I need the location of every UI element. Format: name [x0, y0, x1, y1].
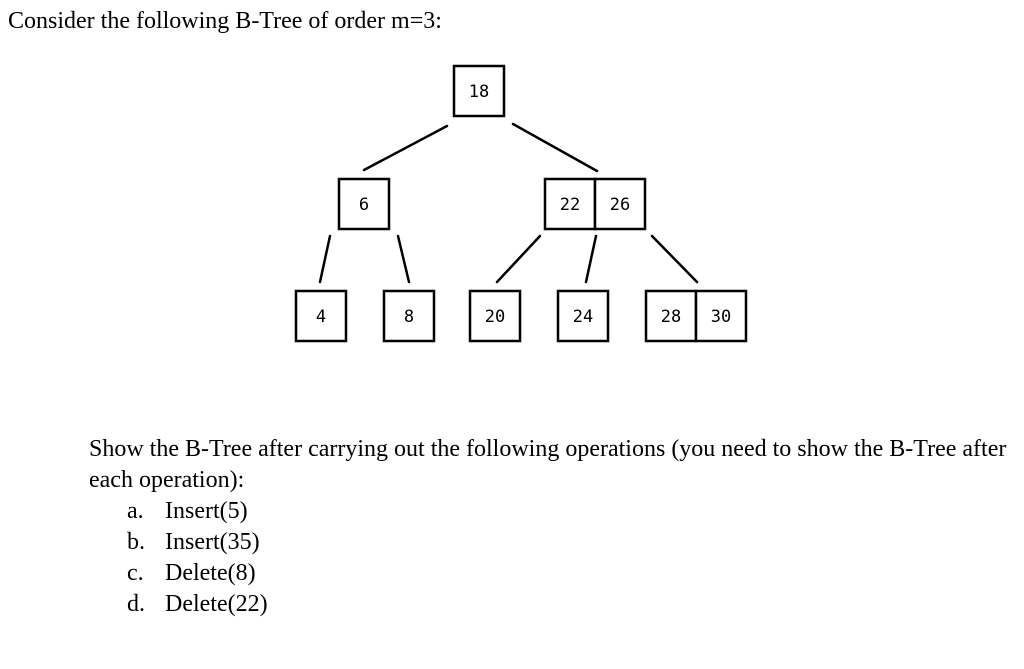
operation-item: d. Delete(22)	[127, 589, 1009, 620]
key-label: 24	[573, 307, 593, 327]
operation-text: Delete(22)	[165, 591, 268, 617]
key-label: 30	[711, 307, 731, 327]
tree-edge-left-internal-to-leaf-4	[318, 234, 332, 284]
tree-edge-root-to-right-internal	[511, 122, 599, 173]
tree-node-leaf-28-30: 28 30	[644, 289, 748, 343]
operations-list: a. Insert(5) b. Insert(35) c. Delete(8) d. D…	[89, 496, 1009, 620]
tree-edge-right-internal-to-leaf-24	[584, 234, 598, 284]
tree-node-leaf-4: 4	[294, 289, 348, 343]
operation-item: a. Insert(5)	[127, 496, 1009, 527]
tree-node-leaf-20: 20	[468, 289, 522, 343]
operation-text: Insert(5)	[165, 498, 248, 524]
key-label: 6	[359, 195, 369, 215]
key-cell	[337, 177, 391, 231]
intro-text: Consider the following B-Tree of order m…	[8, 8, 442, 34]
key-label: 26	[610, 195, 630, 215]
key-cell	[543, 177, 597, 231]
key-cell	[468, 289, 522, 343]
tree-node-leaf-24: 24	[556, 289, 610, 343]
key-label: 8	[404, 307, 414, 327]
key-cell	[694, 289, 748, 343]
key-label: 4	[316, 307, 326, 327]
tree-edge-root-to-left-internal	[362, 124, 449, 172]
key-cell	[382, 289, 436, 343]
operation-item: b. Insert(35)	[127, 527, 1009, 558]
tree-node-root: 18	[452, 64, 506, 118]
tree-edge-left-internal-to-leaf-8	[396, 234, 411, 284]
key-label: 18	[469, 82, 489, 102]
key-cell	[294, 289, 348, 343]
instructions-block: Show the B-Tree after carrying out the f…	[89, 434, 1009, 620]
b-tree-diagram: 18 6 22 26 4 8 20 24 28 30	[294, 64, 748, 343]
key-label: 28	[661, 307, 681, 327]
instructions-text: Show the B-Tree after carrying out the f…	[89, 436, 1007, 493]
operation-text: Delete(8)	[165, 560, 256, 586]
key-label: 20	[485, 307, 505, 327]
operation-letter: a.	[127, 498, 144, 524]
key-cell	[452, 64, 506, 118]
key-cell	[556, 289, 610, 343]
operation-letter: c.	[127, 560, 144, 586]
operation-letter: d.	[127, 591, 145, 617]
tree-node-leaf-8: 8	[382, 289, 436, 343]
tree-node-right-internal: 22 26	[543, 177, 647, 231]
operation-letter: b.	[127, 529, 145, 555]
operation-text: Insert(35)	[165, 529, 260, 555]
tree-edge-right-internal-to-leaf-28-30	[650, 234, 699, 284]
key-label: 22	[560, 195, 580, 215]
tree-node-left-internal: 6	[337, 177, 391, 231]
key-cell	[593, 177, 647, 231]
operation-item: c. Delete(8)	[127, 558, 1009, 589]
tree-edge-right-internal-to-leaf-20	[495, 234, 542, 284]
